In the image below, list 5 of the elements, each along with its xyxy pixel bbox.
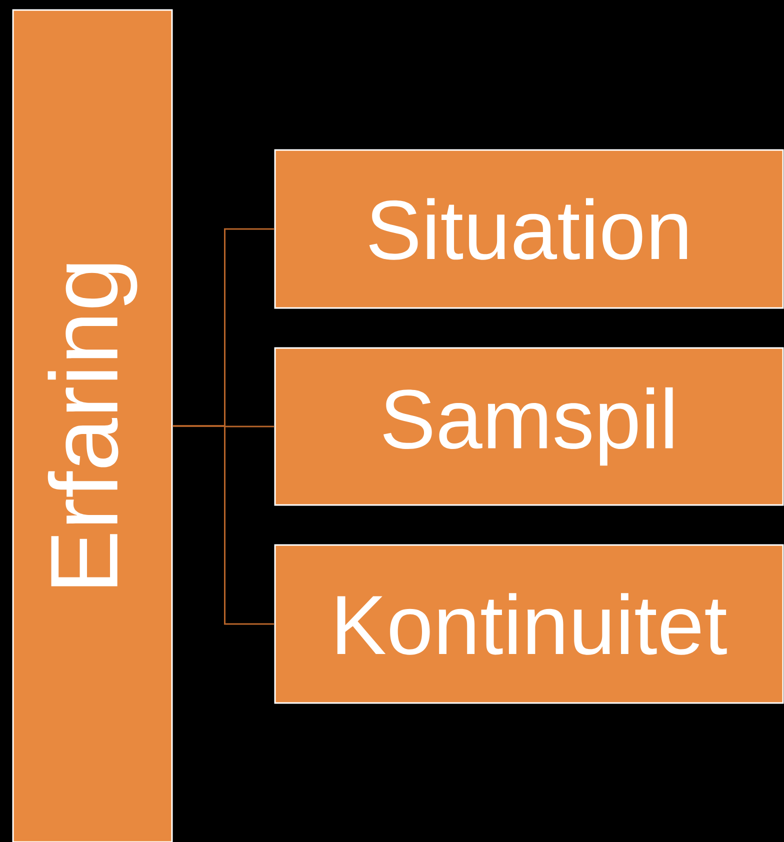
category-box: Kontinuitet xyxy=(274,544,784,704)
category-box: Samspil xyxy=(274,347,784,506)
category-box: Situation xyxy=(274,149,784,309)
vertical-bar: Erfaring xyxy=(12,9,173,842)
connector-line xyxy=(172,425,274,625)
